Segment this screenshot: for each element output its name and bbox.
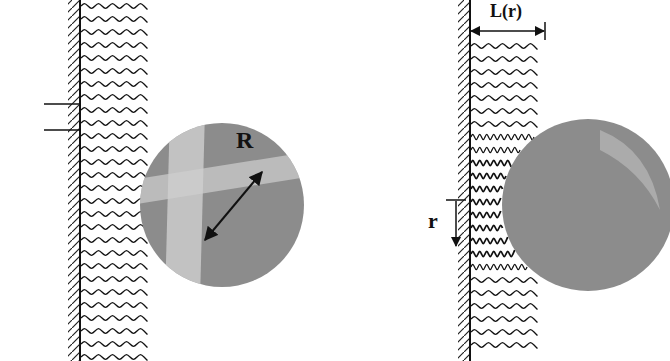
- brush-chain: [471, 304, 538, 310]
- brush-chain: [81, 17, 148, 23]
- sphere-texture: [130, 110, 320, 300]
- brush-chain: [81, 316, 148, 322]
- wall: [79, 0, 81, 361]
- dimension-tick: [446, 199, 466, 201]
- brush-chain: [471, 173, 506, 178]
- brush-chain: [471, 134, 534, 139]
- brush-chain: [81, 264, 148, 270]
- brush-chain: [81, 4, 148, 10]
- brush-chain: [471, 343, 538, 349]
- brush-chain: [471, 317, 538, 323]
- brush-chain: [471, 250, 515, 257]
- brush-chain: [81, 173, 148, 179]
- brush-chain: [81, 121, 148, 127]
- brush-chain: [81, 342, 148, 348]
- brush-chain: [81, 186, 148, 192]
- dimension-arrow: [471, 30, 544, 32]
- distance-label: r: [428, 210, 438, 232]
- brush-chain: [471, 57, 538, 63]
- brush-chain: [81, 290, 148, 296]
- brush-chain: [81, 95, 148, 101]
- brush-chain: [81, 160, 148, 166]
- brush-chain: [81, 56, 148, 62]
- brush-chain: [471, 225, 503, 230]
- brush-chain: [471, 96, 538, 102]
- brush-chain: [81, 238, 148, 244]
- brush-chain: [81, 43, 148, 49]
- brush-chain: [81, 82, 148, 88]
- brush-chain: [81, 30, 148, 36]
- sphere: [140, 123, 304, 287]
- brush-chain: [81, 251, 148, 257]
- brush-chain: [81, 212, 148, 218]
- brush-chain: [471, 109, 538, 115]
- brush-chain: [81, 329, 148, 335]
- wall: [469, 0, 471, 361]
- dimension-tick: [544, 22, 546, 40]
- brush-chain: [471, 211, 501, 218]
- sphere: [502, 119, 670, 291]
- brush-chain: [81, 108, 148, 114]
- brush-chain: [81, 134, 148, 140]
- brush-chain: [81, 303, 148, 309]
- brush-chain: [471, 160, 511, 167]
- brush-chain: [471, 44, 538, 50]
- dimension-arrow: [455, 201, 457, 246]
- brush-chain: [471, 122, 538, 128]
- polymer-brushes: [81, 4, 148, 361]
- brush-chain: [471, 330, 538, 336]
- tick-line: [44, 129, 80, 131]
- brush-chain: [471, 198, 501, 205]
- brush-chain: [471, 278, 538, 284]
- brush-chain: [471, 264, 527, 269]
- brush-chain: [471, 147, 520, 152]
- length-label: L(r): [490, 2, 522, 20]
- brush-chain: [81, 225, 148, 231]
- brush-chain: [471, 186, 503, 191]
- brush-chain: [471, 237, 508, 244]
- brush-chain: [471, 83, 538, 89]
- radius-label: R: [236, 128, 253, 152]
- tick-line: [44, 103, 80, 105]
- brush-chain: [471, 70, 538, 76]
- brush-chain: [471, 291, 538, 297]
- wall-hatch: [68, 0, 80, 361]
- brush-chain: [81, 199, 148, 205]
- dimension-tick: [469, 22, 471, 40]
- radius-arrow: [205, 172, 262, 240]
- sphere-texture: [600, 130, 660, 210]
- brush-chain: [81, 277, 148, 283]
- brush-chain: [81, 69, 148, 75]
- brush-chain: [81, 355, 148, 361]
- brush-chain: [81, 147, 148, 153]
- wall-hatch: [458, 0, 470, 361]
